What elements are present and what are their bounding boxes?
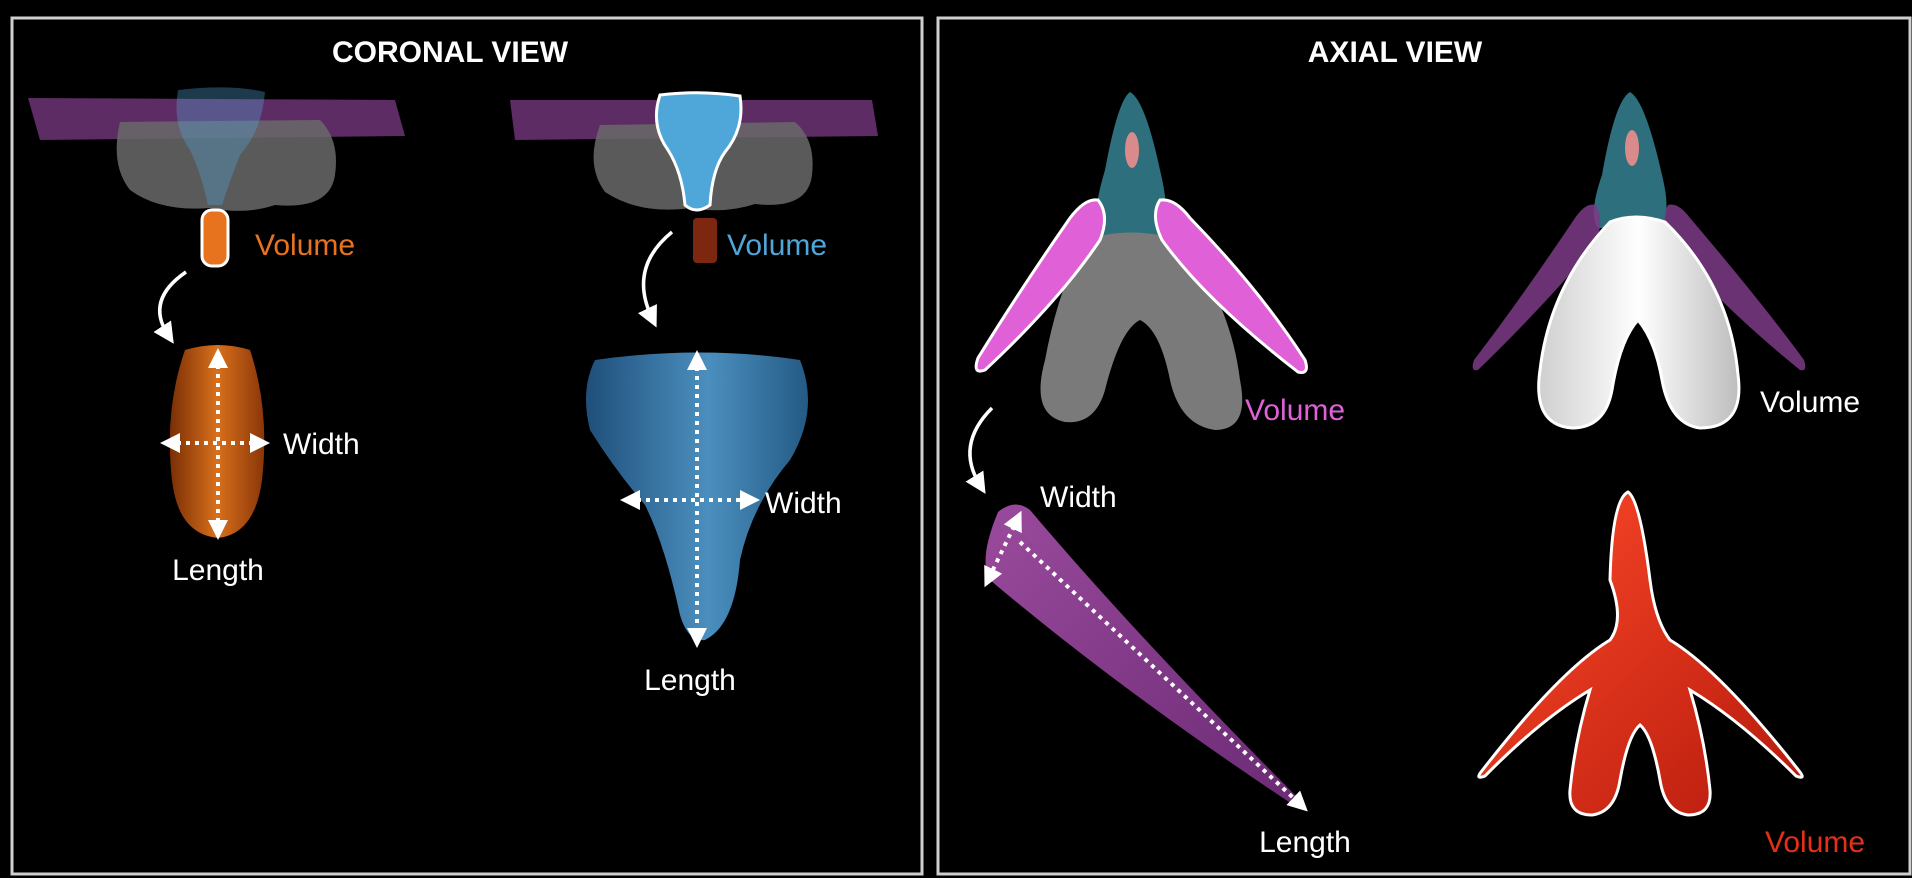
bulb-remnant bbox=[693, 218, 717, 263]
coronal-view-title: CORONAL VIEW bbox=[332, 36, 569, 69]
axial-right-bottom-volume-label: Volume bbox=[1765, 826, 1865, 859]
axial-view-title: AXIAL VIEW bbox=[1308, 36, 1483, 69]
glans-pink-spot bbox=[1625, 130, 1639, 166]
coronal-left-volume-label: Volume bbox=[255, 229, 355, 262]
axial-left-length-label: Length bbox=[1259, 826, 1351, 859]
coronal-right-width-label: Width bbox=[765, 487, 842, 520]
axial-left-volume-label: Volume bbox=[1245, 394, 1345, 427]
coronal-right-length-label: Length bbox=[644, 664, 736, 697]
bulb-volume-shape bbox=[202, 210, 228, 266]
coronal-left-width-label: Width bbox=[283, 428, 360, 461]
coronal-right-volume-label: Volume bbox=[727, 229, 827, 262]
axial-right-top-volume-label: Volume bbox=[1760, 386, 1860, 419]
coronal-left-length-label: Length bbox=[172, 554, 264, 587]
glans-pink-spot bbox=[1125, 132, 1139, 168]
axial-left-width-label: Width bbox=[1040, 481, 1117, 514]
